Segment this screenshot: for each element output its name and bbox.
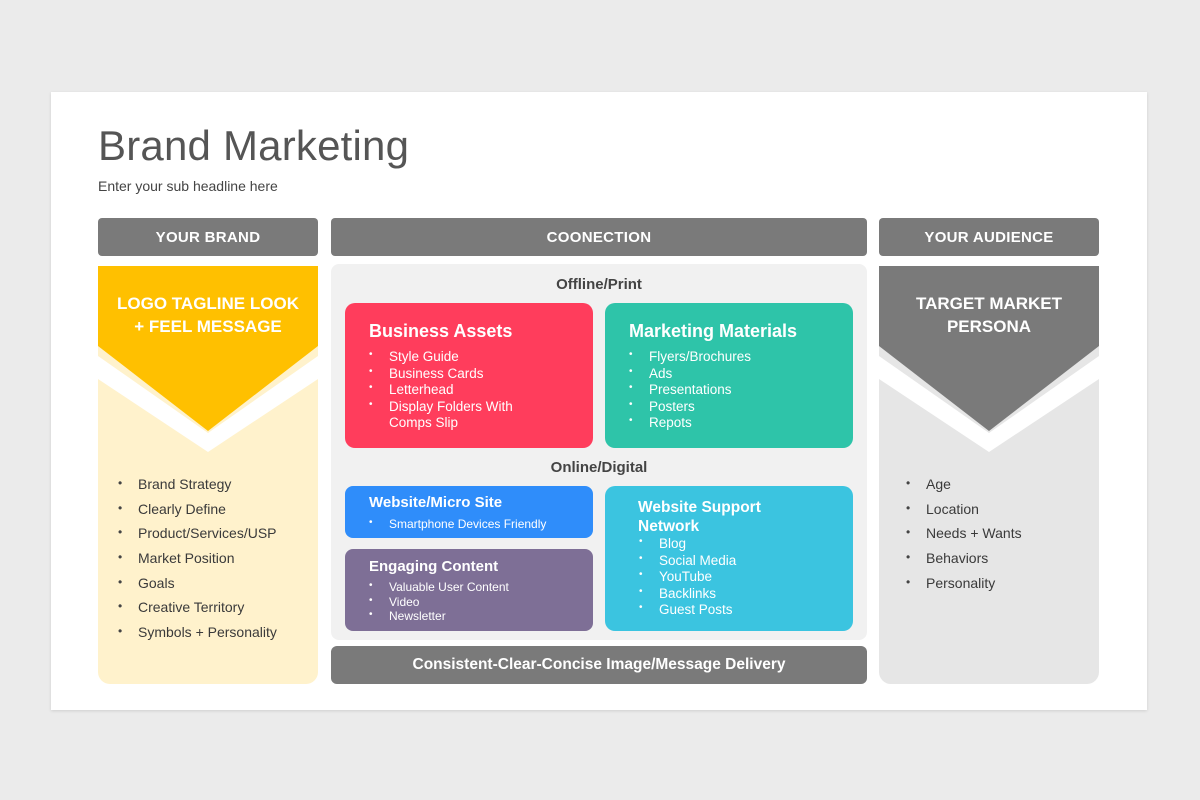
audience-chevron-gap <box>879 356 1099 452</box>
engaging-content-item: Video <box>369 595 509 610</box>
delivery-footer-bar: Consistent-Clear-Concise Image/Message D… <box>331 646 867 684</box>
engaging-content-list: Valuable User Content Video Newsletter <box>369 580 509 624</box>
brand-chevron-line-1: LOGO TAGLINE LOOK <box>117 294 299 313</box>
marketing-materials-box: Marketing Materials Flyers/Brochures Ads… <box>605 303 853 448</box>
marketing-materials-item: Ads <box>629 366 751 383</box>
brand-chevron-shape <box>98 266 318 431</box>
website-micro-site-box: Website/Micro Site Smartphone Devices Fr… <box>345 486 593 538</box>
business-assets-title: Business Assets <box>369 321 513 341</box>
website-support-network-box: Website Support Network Blog Social Medi… <box>605 486 853 631</box>
slide: Brand Marketing Enter your sub headline … <box>51 92 1147 710</box>
business-assets-item: Letterhead <box>369 382 513 399</box>
website-support-network-title-line-2: Network <box>638 518 700 535</box>
page-subtitle: Enter your sub headline here <box>98 178 278 194</box>
website-support-network-item: Guest Posts <box>639 602 736 619</box>
business-assets-list: Style Guide Business Cards Letterhead Di… <box>369 349 513 432</box>
audience-chevron-text: TARGET MARKET PERSONA <box>879 292 1099 338</box>
marketing-materials-item: Posters <box>629 399 751 416</box>
offline-print-label: Offline/Print <box>556 276 642 293</box>
engaging-content-title: Engaging Content <box>369 558 499 575</box>
audience-list-item: Age <box>906 476 1022 501</box>
website-support-network-title: Website Support Network <box>638 498 761 536</box>
audience-chevron <box>879 266 1099 452</box>
website-support-network-list: Blog Social Media YouTube Backlinks Gues… <box>639 536 736 619</box>
brand-list-item: Product/Services/USP <box>118 525 277 550</box>
audience-chevron-line-2: PERSONA <box>946 317 1032 336</box>
brand-chevron-text: LOGO TAGLINE LOOK + FEEL MESSAGE <box>98 292 318 338</box>
marketing-materials-item: Repots <box>629 415 751 432</box>
audience-list-item: Behaviors <box>906 550 1022 575</box>
engaging-content-item: Newsletter <box>369 609 509 624</box>
engaging-content-item: Valuable User Content <box>369 580 509 595</box>
website-support-network-title-line-1: Website Support <box>638 499 761 516</box>
your-brand-header: YOUR BRAND <box>98 218 318 256</box>
website-support-network-item: Blog <box>639 536 736 553</box>
brand-chevron <box>98 266 318 452</box>
brand-list-item: Creative Territory <box>118 599 277 624</box>
brand-list: Brand Strategy Clearly Define Product/Se… <box>118 476 277 649</box>
brand-chevron-gap <box>98 356 318 452</box>
engaging-content-box: Engaging Content Valuable User Content V… <box>345 549 593 631</box>
website-support-network-item: Social Media <box>639 553 736 570</box>
online-digital-label: Online/Digital <box>550 459 648 476</box>
brand-list-item: Market Position <box>118 550 277 575</box>
marketing-materials-title: Marketing Materials <box>629 321 798 341</box>
marketing-materials-item: Flyers/Brochures <box>629 349 751 366</box>
business-assets-item-continued: Comps Slip <box>389 415 459 430</box>
marketing-materials-item: Presentations <box>629 382 751 399</box>
audience-chevron-shape <box>879 266 1099 431</box>
website-micro-site-title: Website/Micro Site <box>369 494 503 511</box>
brand-list-item: Brand Strategy <box>118 476 277 501</box>
website-micro-site-list: Smartphone Devices Friendly <box>369 517 546 532</box>
business-assets-item: Style Guide <box>369 349 513 366</box>
audience-list-item: Location <box>906 501 1022 526</box>
website-micro-site-item: Smartphone Devices Friendly <box>369 517 546 532</box>
marketing-materials-list: Flyers/Brochures Ads Presentations Poste… <box>629 349 751 432</box>
audience-chevron-line-1: TARGET MARKET <box>915 294 1063 313</box>
connection-header: COONECTION <box>331 218 867 256</box>
brand-chevron-line-2: + FEEL MESSAGE <box>134 317 282 336</box>
website-support-network-item: Backlinks <box>639 586 736 603</box>
business-assets-box: Business Assets Style Guide Business Car… <box>345 303 593 448</box>
brand-list-item: Goals <box>118 575 277 600</box>
brand-list-item: Symbols + Personality <box>118 624 277 649</box>
business-assets-item: Business Cards <box>369 366 513 383</box>
your-audience-header: YOUR AUDIENCE <box>879 218 1099 256</box>
audience-list-item: Needs + Wants <box>906 525 1022 550</box>
brand-list-item: Clearly Define <box>118 501 277 526</box>
page-title: Brand Marketing <box>98 122 410 169</box>
website-support-network-item: YouTube <box>639 569 736 586</box>
audience-list: Age Location Needs + Wants Behaviors Per… <box>906 476 1022 599</box>
business-assets-item: Display Folders With <box>369 399 513 416</box>
audience-list-item: Personality <box>906 575 1022 600</box>
